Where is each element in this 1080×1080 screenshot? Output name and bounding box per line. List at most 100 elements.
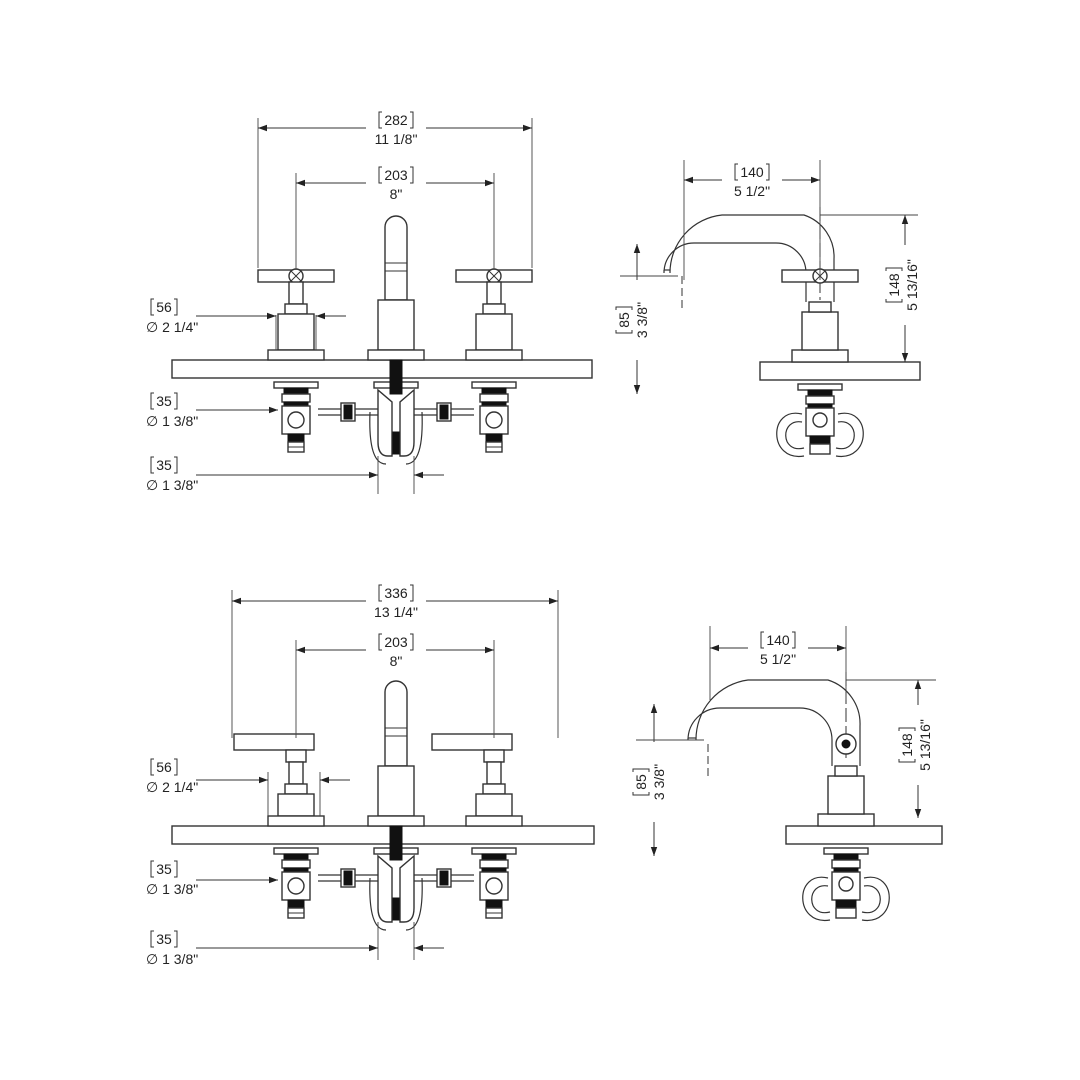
dimension-arrowhead <box>414 944 423 952</box>
tailpiece-right <box>399 388 415 457</box>
bracket-left <box>615 330 633 334</box>
mounting-nut <box>273 847 319 855</box>
bracket-left <box>734 163 738 181</box>
side-mounting-nut <box>797 383 843 391</box>
dimension-mm-label: 148 <box>898 727 916 763</box>
dimension-mm-label: 140 <box>734 163 770 181</box>
bracket-left <box>150 392 154 410</box>
tailpiece-left <box>377 854 393 923</box>
dimension-arrowhead <box>914 809 922 818</box>
supply-connector-right-top <box>414 402 474 422</box>
hub-x-mark <box>290 270 302 282</box>
mounting-thread <box>481 853 507 861</box>
horizontal-dimension <box>295 640 495 738</box>
bracket-left <box>632 792 650 796</box>
side-outlet-thread <box>809 435 831 445</box>
dimension-arrowhead <box>650 847 658 856</box>
dimension-arrowhead <box>485 646 494 654</box>
tailpiece-left <box>377 388 393 457</box>
supply-connector-left-top <box>318 402 378 422</box>
valve-outlet-thread <box>485 433 503 443</box>
side-sink-deck <box>759 361 921 381</box>
diameter-leader <box>196 406 278 414</box>
lever-handle-bar <box>233 733 315 751</box>
side-outlet-thread <box>835 899 857 909</box>
dimension-mm-label: 140 <box>760 631 796 649</box>
left-valve-top <box>257 268 335 453</box>
spout-outer-edge <box>669 214 835 302</box>
supply-hose-loop <box>369 411 387 465</box>
spout-body <box>377 299 415 351</box>
dimension-mm-value: 148 <box>899 733 915 757</box>
dimension-mm-label: 56 <box>150 758 178 776</box>
dimension-arrowhead <box>710 644 719 652</box>
diameter-inch-value: 1 3/8" <box>162 477 198 493</box>
bracket-right <box>410 166 414 184</box>
bracket-right <box>174 392 178 410</box>
diameter-inch-value: 1 3/8" <box>162 881 198 897</box>
valve-escutcheon <box>475 313 513 351</box>
valve-base-flange <box>465 815 523 827</box>
mounting-thread <box>283 387 309 395</box>
dimension-inch-label: 5 1/2" <box>734 183 770 199</box>
dimension-arrowhead <box>914 680 922 689</box>
valve-port <box>485 877 503 895</box>
bracket-right <box>174 298 178 316</box>
side-base-flange <box>817 813 875 827</box>
lock-washer <box>479 859 509 869</box>
spout-outer-edge <box>695 679 861 766</box>
diameter-leader <box>196 776 350 784</box>
valve-escutcheon <box>277 313 315 351</box>
diameter-symbol: ∅ <box>146 319 162 335</box>
vertical-dimension <box>901 215 909 362</box>
side-outlet-nut <box>835 907 857 919</box>
center-rod <box>392 897 400 921</box>
diameter-inch-label: ∅ 1 3/8" <box>146 951 198 967</box>
side-base-flange <box>791 349 849 363</box>
side-spout-body <box>827 775 865 815</box>
dimension-mm-value: 85 <box>616 312 632 328</box>
dimension-mm-value: 85 <box>633 774 649 790</box>
diameter-inch-value: 2 1/4" <box>162 779 198 795</box>
spout-tube <box>384 215 408 301</box>
dimension-mm-value: 140 <box>766 632 790 648</box>
spout-inner-edge <box>663 242 807 302</box>
supply-connector-right-bottom <box>414 868 474 888</box>
diameter-inch-label: ∅ 1 3/8" <box>146 477 198 493</box>
compression-ferrule <box>343 404 353 420</box>
valve-outlet-thread <box>287 433 305 443</box>
side-hose-loop-left-inner <box>785 421 805 450</box>
dimension-mm-label: 85 <box>615 306 633 334</box>
dimension-mm-label: 203 <box>378 633 414 651</box>
dimension-inch-label: 3 3/8" <box>651 764 667 800</box>
spout-inner-edge <box>687 707 833 766</box>
side-hose-loop-right <box>835 412 864 457</box>
vertical-dimension <box>633 244 641 394</box>
diameter-inch-label: ∅ 1 3/8" <box>146 413 198 429</box>
dimension-mm-label: 35 <box>150 456 178 474</box>
valve-port <box>485 411 503 429</box>
valve-outlet-thread <box>485 899 503 909</box>
valve-base-flange <box>267 815 325 827</box>
dimension-mm-label: 85 <box>632 768 650 796</box>
valve-stem <box>288 281 304 305</box>
valve-escutcheon <box>475 793 513 817</box>
valve-stem <box>288 761 304 785</box>
dimension-mm-label: 56 <box>150 298 178 316</box>
side-thread <box>833 853 859 861</box>
dimension-arrowhead <box>369 471 378 479</box>
dimension-mm-value: 140 <box>740 164 764 180</box>
bracket-left <box>150 860 154 878</box>
horizontal-dimension <box>231 590 559 738</box>
dimension-mm-label: 336 <box>378 584 414 602</box>
dimension-mm-value: 35 <box>156 931 172 947</box>
lever-handle-hub <box>285 749 307 763</box>
diameter-leader <box>196 312 346 320</box>
bracket-right <box>174 456 178 474</box>
bracket-left <box>760 631 764 649</box>
supply-connector-left-bottom <box>318 868 378 888</box>
valve-port <box>287 877 305 895</box>
side-washer <box>805 395 835 405</box>
dimension-arrowhead <box>369 944 378 952</box>
dimension-mm-value: 56 <box>156 299 172 315</box>
